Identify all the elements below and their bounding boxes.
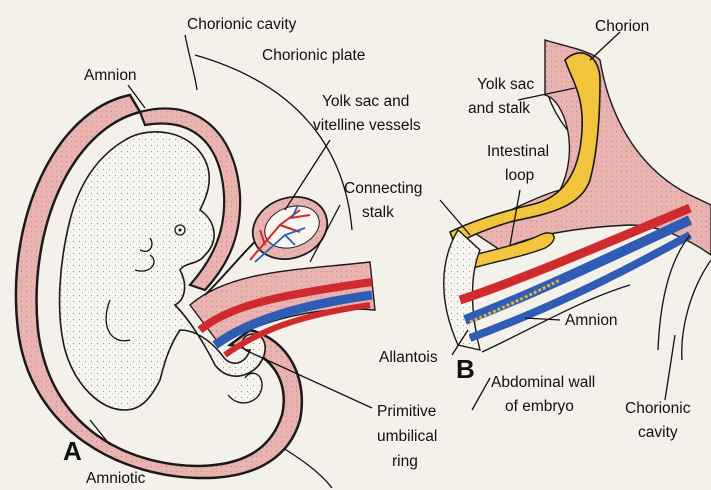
leader-primitive-ring: [244, 349, 373, 409]
limb-bud: [105, 299, 131, 342]
label-yolk-stalk-1: Yolk sac: [477, 76, 534, 93]
label-chorionic-cavity-b-1: Chorionic: [625, 400, 691, 417]
embryo-eye: [174, 224, 186, 236]
label-connecting-stalk-2: stalk: [362, 204, 394, 221]
leader-amniotic: [89, 419, 111, 446]
vitelline-vessels-blue: [254, 204, 306, 263]
leader-yolk-stalk: [517, 87, 576, 101]
leader-connecting-stalk: [309, 204, 341, 263]
leader-allantois: [451, 329, 469, 356]
leader-connecting-b: [439, 199, 471, 236]
leader-amnion-b: [524, 317, 561, 321]
leader-amnion-a: [127, 84, 146, 109]
label-chorionic-cavity-b-2: cavity: [638, 424, 678, 441]
label-primitive-3: ring: [392, 453, 418, 470]
amnion-dome: [138, 107, 242, 292]
label-abdominal-1: Abdominal wall: [491, 374, 595, 391]
panel-b: [439, 31, 711, 411]
panel-letter-a: A: [63, 436, 82, 466]
umbilical-vein-a: [212, 290, 373, 349]
panel-letter-b: B: [456, 354, 475, 384]
umbilical-artery-b: [458, 203, 692, 305]
embryo-tail: [227, 372, 263, 404]
label-chorionic-plate: Chorionic plate: [262, 47, 365, 64]
label-yolk-stalk-2: and stalk: [468, 100, 530, 117]
umbilical-artery-a: [197, 278, 373, 334]
label-primitive-2: umbilical: [377, 428, 437, 445]
vitelline-vessels: [249, 209, 311, 261]
intestinal-loop: [454, 232, 555, 273]
embryo-eye-center: [178, 228, 182, 232]
label-yolk-sac-a-1: Yolk sac and: [322, 93, 409, 110]
label-chorionic-cavity: Chorionic cavity: [187, 16, 297, 33]
label-intestinal-2: loop: [505, 167, 534, 184]
amnion-line-b: [481, 284, 631, 353]
label-primitive-1: Primitive: [377, 403, 436, 420]
label-allantois: Allantois: [379, 349, 438, 366]
leader-abdominal: [471, 377, 491, 411]
label-intestinal-1: Intestinal: [487, 143, 549, 160]
pharyngeal-arches: [134, 237, 155, 272]
label-yolk-sac-a-2: vitelline vessels: [313, 117, 421, 134]
chorionic-cavity-wall: [184, 34, 198, 91]
umbilical-artery-b2: [468, 231, 692, 342]
leader-intestinal: [509, 189, 521, 246]
chorion-lower-b: [657, 234, 691, 351]
leader-chorionic-cavity-b: [664, 334, 676, 401]
yolk-sac-b: [448, 52, 601, 247]
leader-yolk-sac-a: [284, 139, 331, 211]
label-connecting-stalk-1: Connecting: [344, 180, 422, 197]
panel-a: [14, 34, 376, 489]
chorion-lower-b2: [681, 259, 711, 361]
chorionic-plate-line: [194, 54, 353, 231]
umbilical-vein-b: [463, 215, 693, 325]
label-amniotic: Amniotic: [86, 470, 146, 487]
embryo-body: [58, 131, 266, 411]
umbilical-artery-a2: [223, 302, 371, 358]
leader-chorion: [589, 31, 621, 61]
label-amnion-b: Amnion: [565, 312, 618, 329]
label-chorion: Chorion: [595, 18, 649, 35]
label-amnion-a: Amnion: [84, 67, 137, 84]
label-abdominal-2: of embryo: [505, 398, 574, 415]
embryo-wall-b: [443, 228, 481, 351]
allantois-duct: [469, 278, 561, 324]
